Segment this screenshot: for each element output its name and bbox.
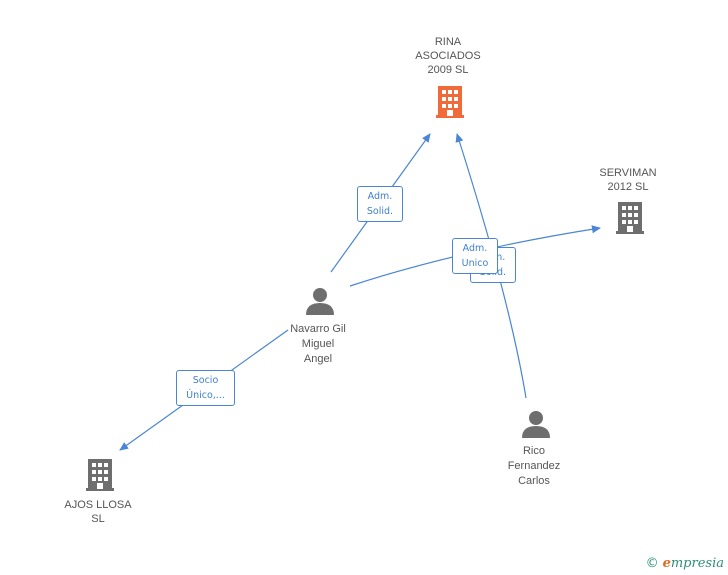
node-label-rina[interactable]: RINA ASOCIADOS 2009 SL	[415, 36, 481, 76]
edge-label-navarro-ajos[interactable]: Socio Único,...	[176, 370, 235, 406]
edge-label-navarro-rina[interactable]: Adm. Solid.	[357, 186, 403, 222]
brand-logo[interactable]: ©empresia	[646, 556, 724, 571]
building-icon-rina[interactable]	[436, 86, 464, 118]
person-icon-rico[interactable]	[522, 411, 550, 438]
brand-initial: e	[662, 556, 671, 571]
building-icon-serviman[interactable]	[616, 202, 644, 234]
copyright-icon: ©	[645, 556, 659, 571]
building-icon-ajos[interactable]	[86, 459, 114, 491]
node-label-rico[interactable]: Rico Fernandez Carlos	[507, 445, 561, 487]
node-label-serviman[interactable]: SERVIMAN 2012 SL	[599, 167, 657, 193]
node-label-ajos[interactable]: AJOS LLOSA SL	[64, 499, 132, 525]
node-label-navarro[interactable]: Navarro Gil Miguel Angel	[290, 323, 346, 365]
brand-name: mpresia	[670, 556, 724, 571]
edge-label-navarro-serviman[interactable]: Adm. Unico	[452, 238, 498, 274]
person-icon-navarro[interactable]	[306, 288, 334, 315]
